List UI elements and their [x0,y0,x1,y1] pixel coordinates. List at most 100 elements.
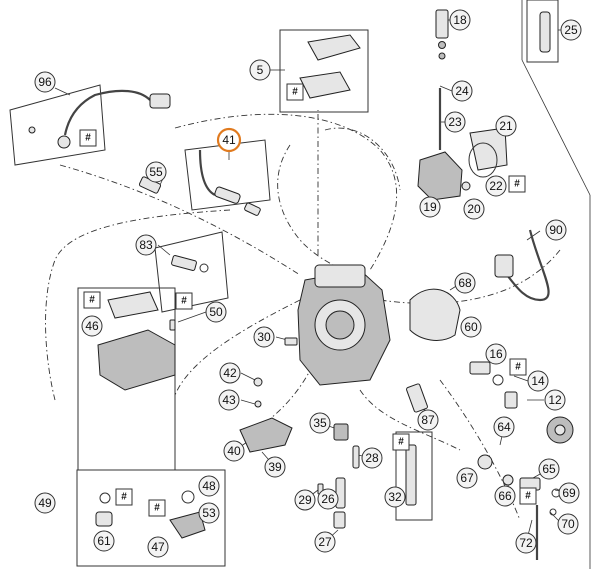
svg-text:46: 46 [85,319,99,333]
hash-box: # [286,83,304,101]
callout-49[interactable]: 49 [34,492,56,514]
callout-25[interactable]: 25 [560,19,582,41]
callout-22[interactable]: 22 [485,175,507,197]
callout-28[interactable]: 28 [361,447,383,469]
svg-text:32: 32 [388,490,402,504]
svg-text:5: 5 [257,63,264,77]
svg-text:61: 61 [97,534,111,548]
svg-text:20: 20 [467,202,481,216]
callout-14[interactable]: 14 [527,370,549,392]
svg-text:64: 64 [497,420,511,434]
callout-83[interactable]: 83 [135,234,157,256]
callout-68[interactable]: 68 [454,272,476,294]
hash-box: # [148,499,166,517]
svg-text:35: 35 [313,416,327,430]
hash-label: # [154,503,160,514]
svg-text:14: 14 [531,374,545,388]
hash-box: # [519,487,537,505]
callout-27[interactable]: 27 [314,531,336,553]
callout-96[interactable]: 96 [34,71,56,93]
parts [28,9,574,560]
callouts: 5 18 25 96 24 23 21 41 55 22 19 20 90 83… [34,9,582,558]
callout-20[interactable]: 20 [463,198,485,220]
hash-box: # [509,358,527,376]
svg-text:28: 28 [365,451,379,465]
callout-69[interactable]: 69 [558,482,580,504]
callout-70[interactable]: 70 [557,513,579,535]
svg-text:27: 27 [318,535,332,549]
svg-text:12: 12 [548,393,562,407]
hash-label: # [85,133,91,144]
callout-65[interactable]: 65 [538,458,560,480]
callout-26[interactable]: 26 [317,488,339,510]
callout-5[interactable]: 5 [249,59,271,81]
callout-19[interactable]: 19 [419,196,441,218]
callout-40[interactable]: 40 [223,440,245,462]
svg-text:69: 69 [562,486,576,500]
svg-text:68: 68 [458,276,472,290]
callout-41[interactable]: 41 [216,127,242,153]
svg-text:87: 87 [421,413,435,427]
hash-label: # [121,492,127,503]
callout-21[interactable]: 21 [495,115,517,137]
svg-text:83: 83 [139,238,153,252]
callout-42[interactable]: 42 [219,362,241,384]
callout-60[interactable]: 60 [460,316,482,338]
svg-text:65: 65 [542,462,556,476]
callout-87[interactable]: 87 [417,409,439,431]
svg-text:21: 21 [499,119,513,133]
svg-text:72: 72 [519,536,533,550]
hash-label: # [292,87,298,98]
svg-text:96: 96 [38,75,52,89]
svg-text:26: 26 [321,492,335,506]
callout-23[interactable]: 23 [444,111,466,133]
svg-text:24: 24 [455,84,469,98]
hash-box: # [83,291,101,309]
callout-18[interactable]: 18 [449,9,471,31]
callout-24[interactable]: 24 [451,80,473,102]
callout-50[interactable]: 50 [205,301,227,323]
callout-47[interactable]: 47 [147,536,169,558]
svg-text:16: 16 [489,347,503,361]
callout-16[interactable]: 16 [485,343,507,365]
hash-box: # [175,292,193,310]
callout-64[interactable]: 64 [493,416,515,438]
svg-text:23: 23 [448,115,462,129]
svg-text:70: 70 [561,517,575,531]
hash-label: # [398,437,404,448]
svg-text:30: 30 [257,330,271,344]
svg-text:43: 43 [222,393,236,407]
hash-box: # [508,175,526,193]
callout-39[interactable]: 39 [264,456,286,478]
callout-90[interactable]: 90 [545,219,567,241]
callout-66[interactable]: 66 [494,485,516,507]
callout-72[interactable]: 72 [515,532,537,554]
callout-30[interactable]: 30 [253,326,275,348]
svg-text:42: 42 [223,366,237,380]
callout-29[interactable]: 29 [294,489,316,511]
svg-text:53: 53 [202,506,216,520]
callout-55[interactable]: 55 [145,161,167,183]
hash-label: # [89,295,95,306]
frame-lines [521,0,591,569]
hash-box: # [79,129,97,147]
callout-32[interactable]: 32 [384,486,406,508]
callout-43[interactable]: 43 [218,389,240,411]
callout-48[interactable]: 48 [198,475,220,497]
callout-12[interactable]: 12 [544,389,566,411]
svg-text:55: 55 [149,165,163,179]
svg-text:19: 19 [423,200,437,214]
svg-text:50: 50 [209,305,223,319]
svg-text:90: 90 [549,223,563,237]
hash-label: # [525,491,531,502]
group-boxes [9,0,559,567]
callout-61[interactable]: 61 [93,530,115,552]
svg-text:66: 66 [498,489,512,503]
callout-53[interactable]: 53 [198,502,220,524]
hash-label: # [515,362,521,373]
callout-35[interactable]: 35 [309,412,331,434]
svg-text:29: 29 [298,493,312,507]
callout-46[interactable]: 46 [81,315,103,337]
callout-67[interactable]: 67 [456,467,478,489]
